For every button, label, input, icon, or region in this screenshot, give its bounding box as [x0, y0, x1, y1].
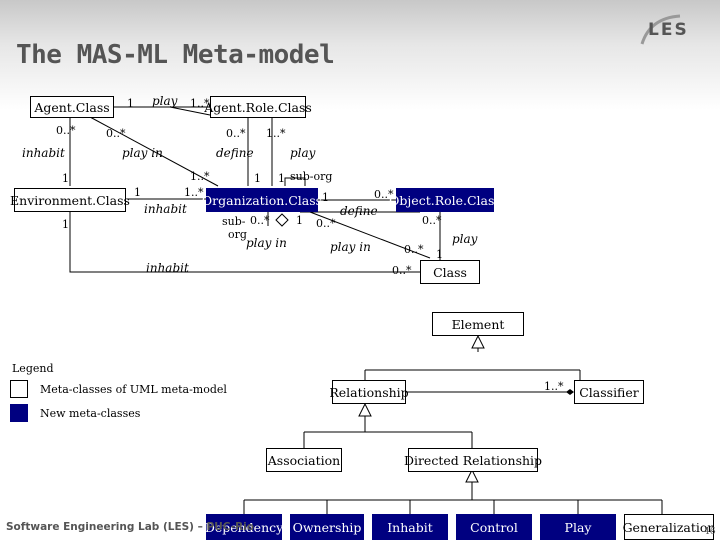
label-play-far: play [452, 232, 478, 246]
label-play-in-left: play in [122, 146, 163, 160]
mult-17: 1 [296, 214, 303, 227]
label-play-right: play [290, 146, 316, 160]
label-play-in-right: play in [330, 240, 371, 254]
les-logo-text: LES [648, 20, 689, 40]
mult-4: 0..* [106, 127, 126, 140]
label-inhabit-mid: inhabit [144, 202, 187, 216]
mult-3: 0..* [56, 124, 76, 137]
mult-2: 1..* [190, 97, 210, 110]
label-define-right: define [340, 204, 378, 218]
mult-22: 0..* [392, 264, 412, 277]
association-box: Association [266, 448, 342, 472]
label-play-in-mid: play in [246, 236, 287, 250]
legend-uml-label: Meta-classes of UML meta-model [40, 383, 227, 396]
environment-class-box: Environment.Class [10, 188, 130, 212]
directed-relationship-box: Directed Relationship [404, 448, 542, 472]
mult-6: 1..* [266, 127, 286, 140]
page-number: 46 [704, 527, 716, 537]
mult-9: 1 [254, 172, 261, 185]
control-box: Control [456, 514, 532, 540]
agent-class-box: Agent.Class [30, 96, 114, 118]
ownership-box: Ownership [290, 514, 364, 540]
play-box: Play [540, 514, 616, 540]
label-play-top: play [152, 94, 178, 108]
mult-10: 1 [278, 172, 285, 185]
relationship-box: Relationship [329, 380, 409, 404]
mult-11: 1 [134, 186, 141, 199]
les-logo-icon [640, 14, 681, 45]
mult-20: 0..* [404, 243, 424, 256]
class-box: Class [420, 260, 480, 284]
inhabit-box: Inhabit [372, 514, 448, 540]
label-inhabit-bottom: inhabit [146, 261, 189, 275]
label-define-top: define [216, 146, 254, 160]
mult-7: 1 [62, 172, 69, 185]
mult-1: 1 [127, 97, 134, 110]
mult-15: 1 [62, 218, 69, 231]
mult-18: 0..* [316, 217, 336, 230]
legend-uml-swatch [10, 380, 28, 398]
object-role-class-box: Object.Role.Class [389, 188, 501, 212]
label-sub-org: sub-org [290, 170, 333, 183]
mult-16: 0..* [250, 214, 270, 227]
label-inhabit-left: inhabit [22, 146, 65, 160]
legend-new-swatch [10, 404, 28, 422]
dependency-box: Dependency [205, 514, 283, 540]
agent-role-class-box: Agent.Role.Class [204, 96, 312, 118]
label-sub-org-left-2: org [228, 228, 247, 241]
mult-14: 0..* [374, 188, 394, 201]
mult-21: 1 [436, 248, 443, 261]
legend-new-label: New meta-classes [40, 407, 141, 420]
mult-13: 1 [322, 191, 329, 204]
page-title: The MAS-ML Meta-model [16, 40, 335, 70]
legend-title: Legend [12, 362, 54, 375]
organization-class-box: Organization.Class [202, 188, 322, 212]
classifier-box: Classifier [574, 380, 644, 404]
element-box: Element [432, 312, 524, 336]
header-gradient [0, 0, 720, 110]
label-sub-org-left-1: sub- [222, 215, 246, 228]
mult-19: 0..* [422, 214, 442, 227]
footer-text: Software Engineering Lab (LES) – PUC-Rio [6, 521, 254, 533]
generalization-box: Generalization [623, 514, 715, 540]
mult-23: 1..* [544, 380, 564, 393]
mult-12: 1..* [184, 186, 204, 199]
mult-8: 1..* [190, 170, 210, 183]
mult-5: 0..* [226, 127, 246, 140]
